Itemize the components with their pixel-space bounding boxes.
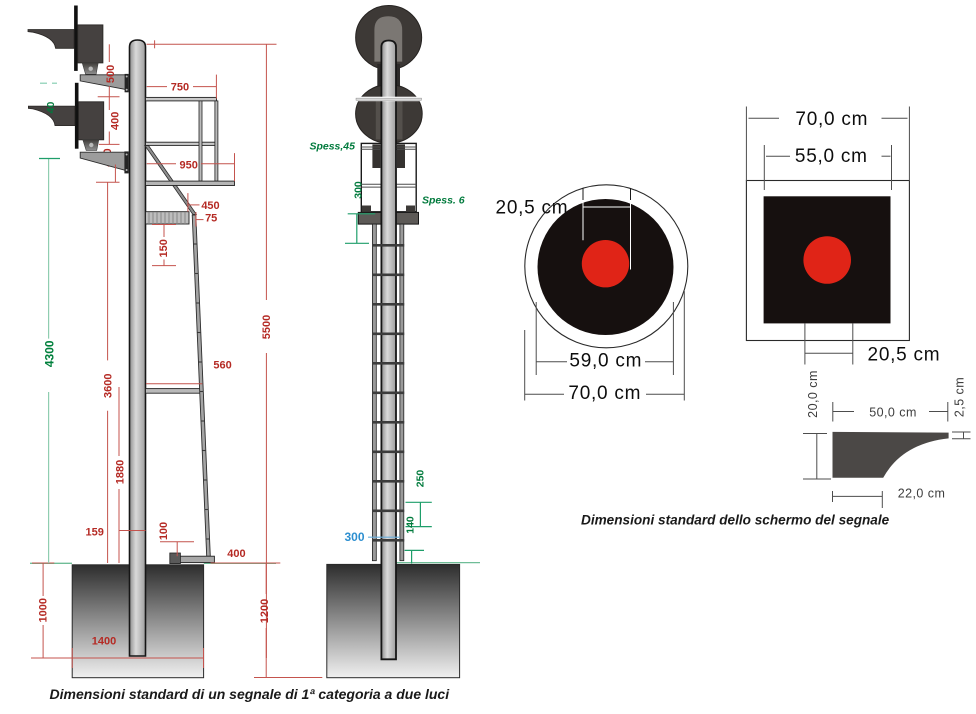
svg-text:400: 400 — [110, 112, 122, 130]
svg-text:250: 250 — [415, 470, 427, 488]
svg-text:20,5 cm: 20,5 cm — [868, 345, 941, 366]
svg-text:500: 500 — [105, 65, 117, 83]
svg-text:5500: 5500 — [261, 315, 273, 339]
svg-text:750: 750 — [171, 82, 189, 94]
svg-text:1400: 1400 — [92, 635, 116, 647]
svg-text:Spess,45: Spess,45 — [309, 141, 355, 153]
svg-text:1000: 1000 — [37, 598, 49, 622]
svg-text:140: 140 — [405, 516, 417, 534]
svg-text:70,0 cm: 70,0 cm — [795, 109, 868, 130]
svg-text:300: 300 — [353, 181, 365, 199]
svg-text:59,0 cm: 59,0 cm — [569, 351, 642, 372]
svg-text:1880: 1880 — [115, 460, 127, 484]
svg-text:4300: 4300 — [43, 340, 57, 367]
svg-text:Dimensioni standard di un segn: Dimensioni standard di un segnale di 1ª … — [50, 686, 451, 702]
svg-text:1200: 1200 — [259, 599, 271, 623]
svg-text:300: 300 — [345, 530, 365, 544]
svg-text:Spess. 6: Spess. 6 — [422, 195, 465, 207]
svg-text:450: 450 — [201, 200, 219, 212]
svg-text:20,0 cm: 20,0 cm — [806, 370, 820, 418]
svg-text:70,0 cm: 70,0 cm — [568, 383, 641, 404]
svg-text:75: 75 — [205, 213, 217, 225]
svg-text:22,0 cm: 22,0 cm — [898, 487, 946, 501]
svg-text:20,5 cm: 20,5 cm — [496, 198, 569, 219]
svg-text:3600: 3600 — [103, 373, 115, 397]
svg-text:100: 100 — [158, 522, 170, 540]
svg-text:159: 159 — [86, 527, 104, 539]
svg-text:150: 150 — [158, 239, 170, 257]
svg-text:40: 40 — [45, 102, 57, 114]
svg-text:Dimensioni standard dello sche: Dimensioni standard dello schermo del se… — [581, 513, 890, 528]
svg-text:950: 950 — [180, 159, 198, 171]
svg-text:2,5 cm: 2,5 cm — [953, 377, 967, 417]
svg-text:50,0 cm: 50,0 cm — [869, 406, 917, 420]
svg-text:55,0 cm: 55,0 cm — [795, 146, 868, 167]
svg-text:560: 560 — [213, 360, 231, 372]
svg-text:400: 400 — [227, 548, 245, 560]
